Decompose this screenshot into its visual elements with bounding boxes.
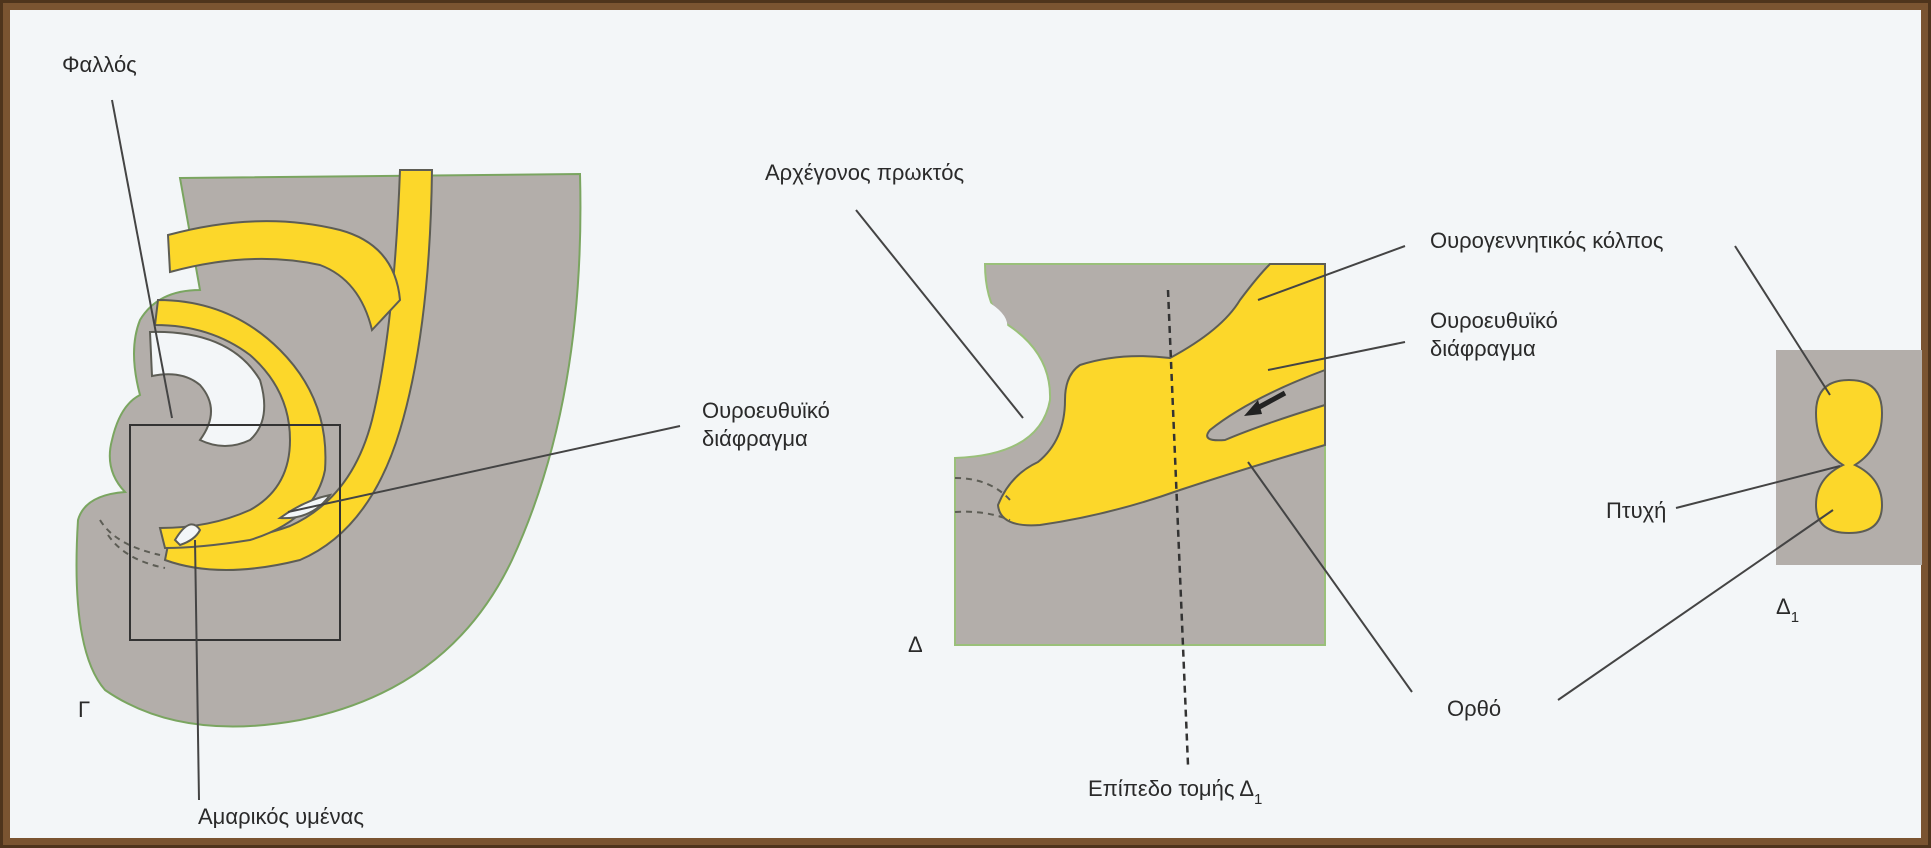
label-urogenital-sinus: Ουρογεννητικός κόλπος: [1430, 228, 1663, 253]
label-septum-d-1: Ουροευθυϊκό: [1430, 308, 1558, 333]
panel-g: Φαλλός Ουροευθυϊκό διάφραγμα Γ Αμαρικός …: [62, 52, 830, 829]
label-septum-d-2: διάφραγμα: [1430, 336, 1536, 361]
label-primitive-anus: Αρχέγονος πρωκτός: [765, 160, 964, 185]
label-panel-g: Γ: [78, 697, 90, 722]
leader-rectum-d1: [1558, 510, 1833, 700]
label-panel-d1: Δ1: [1776, 594, 1799, 626]
label-phallus: Φαλλός: [62, 52, 137, 77]
label-rectum: Ορθό: [1447, 696, 1501, 721]
label-section-plane: Επίπεδο τομής Δ1: [1088, 776, 1262, 808]
label-septum-g-2: διάφραγμα: [702, 426, 808, 451]
label-membrane: Αμαρικός υμένας: [198, 804, 364, 829]
label-fold: Πτυχή: [1606, 498, 1666, 523]
panel-d1: Πτυχή Δ1: [1558, 246, 1922, 700]
panel-d: Αρχέγονος πρωκτός Ουρογεννητικός κόλπος …: [765, 160, 1663, 808]
label-septum-g-1: Ουροευθυϊκό: [702, 398, 830, 423]
label-panel-d: Δ: [908, 632, 923, 657]
